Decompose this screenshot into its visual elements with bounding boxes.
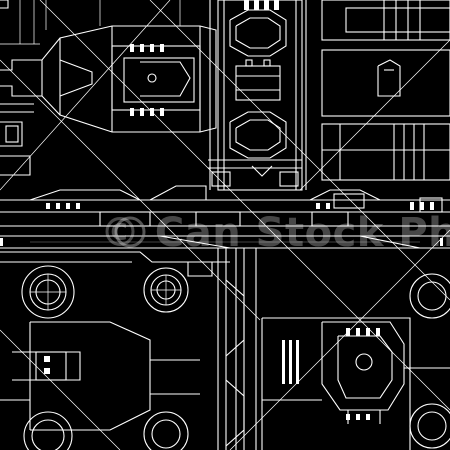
wheel-bottom-left: [23, 411, 73, 450]
left-edge-brackets: [0, 0, 34, 176]
wheel-bottom-center: [143, 411, 189, 450]
center-beam-bolts: [0, 202, 443, 246]
top-left-vehicle: [0, 25, 217, 133]
lower-left-vehicle-marker: [44, 356, 50, 362]
center-beam: [0, 185, 450, 249]
top-left-vehicle-vents: [130, 44, 164, 116]
top-right-panels: [321, 0, 450, 213]
lower-right-vehicle-vents: [282, 328, 380, 420]
wheel-spokes: [30, 274, 181, 310]
lower-center-pipes: [187, 248, 257, 450]
watermark-text: © Can Stock Photo: [100, 210, 450, 256]
watermark: © Can Stock Photo: [30, 210, 450, 256]
lower-left-vehicle-marker: [44, 368, 50, 374]
wheel-right-upper: [409, 273, 450, 319]
top-left-grid: [0, 0, 181, 45]
top-center-tabs: [244, 0, 279, 10]
